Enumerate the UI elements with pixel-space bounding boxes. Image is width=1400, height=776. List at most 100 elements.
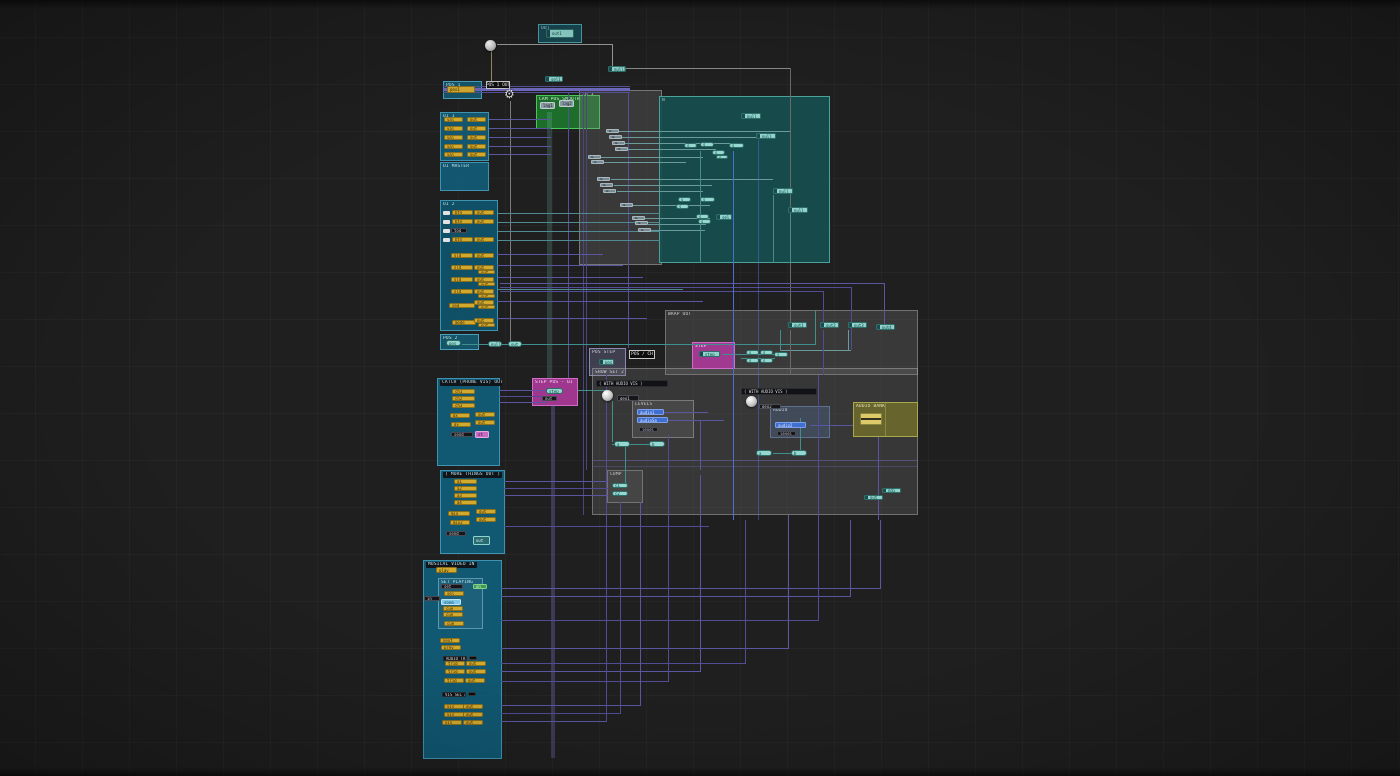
teal-node[interactable]: out3 [848, 322, 867, 328]
teal-node[interactable]: sel1 [545, 76, 563, 82]
yellow-node[interactable]: out [476, 517, 496, 522]
yellow-node[interactable]: prev [441, 645, 461, 650]
camera-null-sphere[interactable] [485, 40, 496, 51]
yellow-node[interactable]: out [476, 509, 496, 514]
yellow-node[interactable]: out [466, 661, 486, 666]
teal-node[interactable]: step [699, 351, 720, 357]
cascade-node[interactable]: m [615, 147, 628, 151]
black-node[interactable] [468, 692, 476, 696]
yellow-node[interactable]: mode [452, 320, 476, 325]
cascade-node[interactable]: m [612, 141, 625, 145]
yellow-node[interactable]: out [474, 237, 494, 242]
cascade-node[interactable]: m [638, 228, 651, 232]
white-node[interactable] [443, 229, 450, 233]
teal-node[interactable]: null [741, 113, 761, 119]
dark-node[interactable]: level [639, 427, 658, 432]
yellow-node[interactable]: sld [451, 277, 473, 282]
yellow-node[interactable]: sld [451, 265, 473, 270]
yellow-node[interactable]: gy [451, 422, 471, 427]
yellow-node[interactable]: vis [444, 712, 464, 717]
yellow-node[interactable]: cue [443, 612, 463, 617]
yellow-node[interactable]: out [475, 420, 495, 425]
oval-node[interactable]: s [729, 143, 744, 148]
oval-node[interactable]: s [746, 358, 759, 363]
teal-node[interactable]: out2 [820, 322, 839, 328]
oval-node[interactable]: s [700, 197, 715, 202]
group-in1[interactable]: IN 1 [579, 90, 662, 265]
yellow-node[interactable]: vis [442, 720, 462, 725]
yellow-node[interactable]: out [467, 135, 486, 140]
olivepair-node[interactable] [860, 413, 882, 425]
teal-node[interactable]: ndi [882, 488, 901, 493]
teal-node[interactable]: out1 [788, 322, 807, 328]
dark-node[interactable]: geo2 [759, 404, 781, 409]
cascade-node[interactable]: m [600, 183, 613, 187]
oval-node[interactable]: out [508, 341, 522, 347]
dark-node[interactable]: tog [451, 228, 467, 233]
yellow-node[interactable]: mix2 [450, 520, 470, 525]
group-ui-master[interactable]: UI MASTER [440, 162, 489, 191]
oval-node[interactable]: s [774, 352, 788, 357]
yellow-node[interactable]: val [444, 117, 463, 122]
cascade-node[interactable]: m [588, 155, 601, 159]
yellow-node[interactable]: ch1 [452, 389, 475, 394]
blue-node[interactable]: audio1 [637, 409, 664, 415]
yellow-node[interactable]: a3 [454, 493, 477, 498]
yellow-node[interactable]: cue [443, 606, 463, 611]
cascade-node[interactable]: m [620, 203, 633, 207]
white-node[interactable] [443, 220, 450, 224]
cascade-node[interactable]: m [597, 177, 610, 181]
oval-node[interactable]: s [684, 143, 697, 148]
yellow-node[interactable]: out [474, 210, 494, 215]
black-node[interactable] [469, 656, 477, 660]
oval-node[interactable]: s [760, 358, 773, 363]
yellow-node[interactable]: val [444, 152, 463, 157]
yellow-node[interactable]: mix [448, 511, 470, 516]
gear-icon[interactable]: ⚙ [504, 87, 515, 101]
yellow-node[interactable]: val [444, 135, 463, 140]
yellow-node[interactable]: play [436, 567, 457, 573]
yellow-node[interactable]: btn [452, 210, 473, 215]
cascade-node[interactable]: m [635, 221, 648, 225]
oval-node[interactable]: s [716, 155, 728, 159]
yellow-node[interactable]: sld [451, 253, 473, 258]
oval-node[interactable]: s [676, 204, 689, 209]
oval-node[interactable]: s [700, 142, 714, 147]
yellow-node[interactable]: out [478, 305, 495, 309]
oval-node[interactable]: s [678, 197, 691, 202]
geo-sphere-right[interactable] [746, 396, 757, 407]
white-node[interactable] [443, 211, 450, 215]
labelbox-node[interactable]: POS / CH [629, 350, 655, 359]
yellow-node[interactable]: a2 [454, 486, 477, 491]
oval-node[interactable]: a [614, 441, 630, 447]
yellow-node[interactable]: out [466, 669, 486, 674]
teal-node[interactable]: pos [599, 359, 614, 365]
yellow-node[interactable]: trig [445, 661, 465, 666]
cyan-node[interactable]: song [441, 599, 461, 605]
yellow-node[interactable]: out [478, 282, 495, 286]
yellow-node[interactable]: seq [449, 303, 475, 308]
yellow-node[interactable]: gx [450, 413, 470, 418]
yellow-node[interactable]: a1 [454, 479, 477, 484]
yellow-node[interactable]: trig [445, 669, 465, 674]
yellow-node[interactable]: ch2 [452, 396, 475, 401]
cascade-node[interactable]: m [591, 160, 604, 164]
yellow-node[interactable]: out [478, 270, 495, 274]
yellow-node[interactable]: trig [444, 678, 464, 683]
yellow-node[interactable]: val [444, 126, 463, 131]
yellow-node[interactable]: out [463, 712, 483, 717]
teal-node[interactable]: null [756, 133, 776, 139]
teal-node[interactable]: out4 [876, 324, 895, 330]
blue-node[interactable]: audioSp [637, 417, 668, 423]
magenta-node[interactable]: st [475, 431, 489, 438]
yellow-node[interactable]: out [463, 720, 483, 725]
gray-node[interactable]: lag1 [540, 102, 555, 109]
teal-node[interactable]: null [773, 188, 793, 194]
cascade-node[interactable]: m [632, 216, 645, 220]
yellow-node[interactable]: out [467, 117, 486, 122]
teal-node[interactable]: null [788, 207, 808, 213]
yellow-node[interactable]: out [465, 678, 485, 683]
tealbox-node[interactable]: out [473, 536, 490, 545]
dark-node[interactable]: geo1 [617, 395, 639, 401]
